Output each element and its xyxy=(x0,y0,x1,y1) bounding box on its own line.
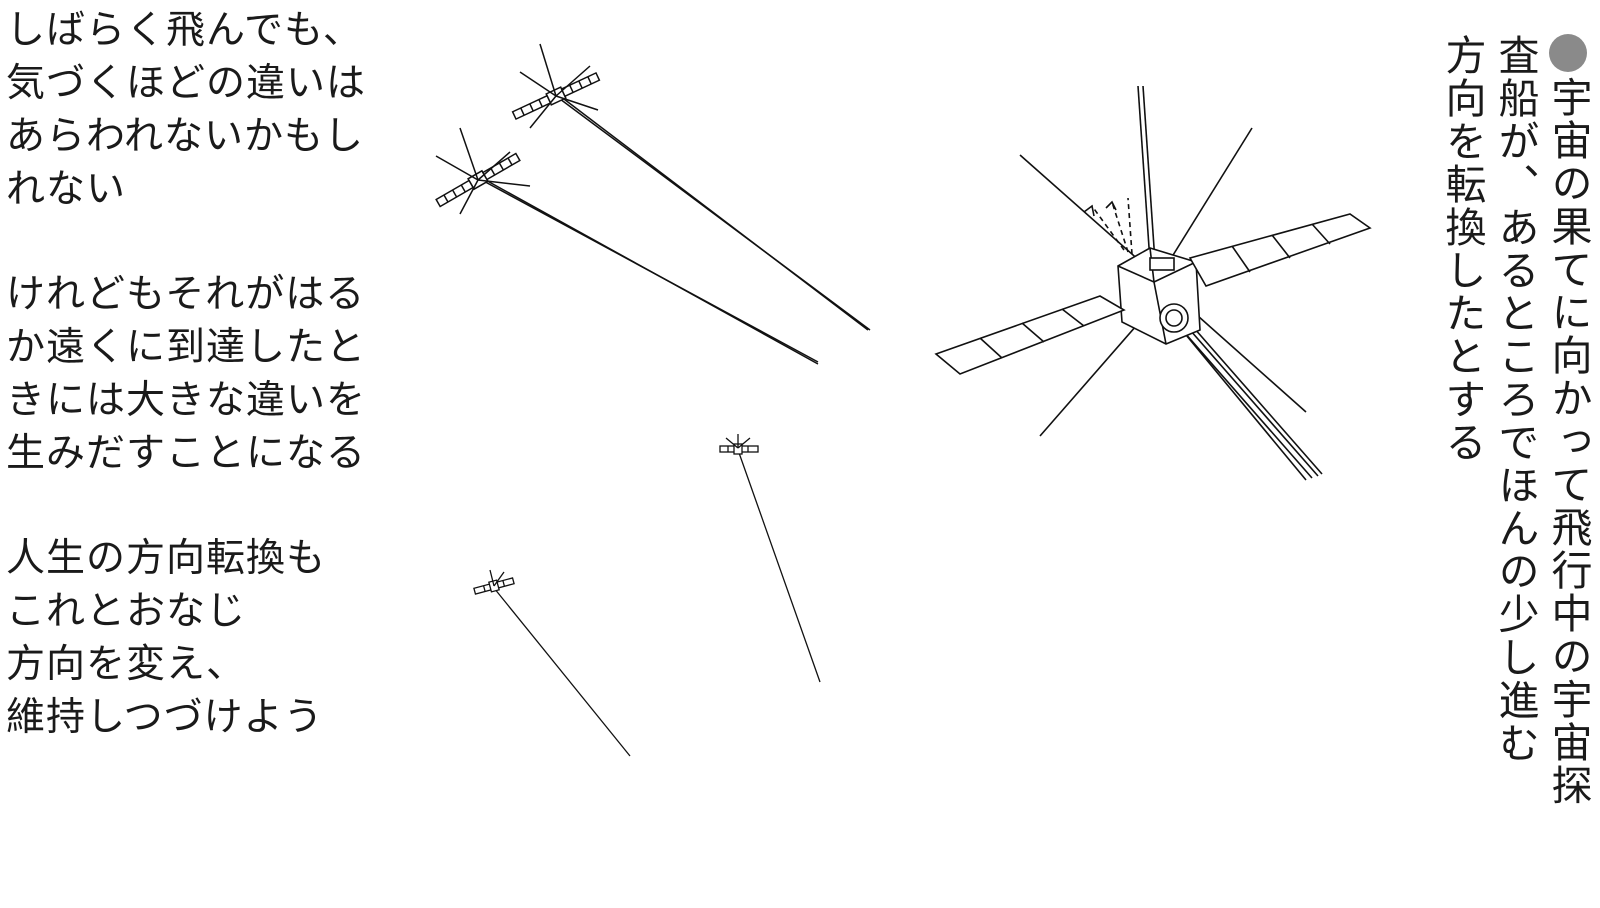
poem-line: きには大きな違いを xyxy=(6,378,367,423)
caption-line-3: 方向を転換したとする xyxy=(1438,34,1486,464)
poem-line: しばらく飛んでも、 xyxy=(6,8,363,53)
poem-line: 生みだすことになる xyxy=(6,431,367,476)
poem-line: れない xyxy=(6,167,127,212)
poem-line: これとおなじ xyxy=(6,589,247,634)
poem-line: 人生の方向転換も xyxy=(6,536,327,581)
bullet-icon xyxy=(1549,34,1587,72)
poem-text: しばらく飛んでも、 気づくほどの違いは あらわれないかもし れない けれどもそれ… xyxy=(6,4,406,796)
stanza-2: けれどもそれがはる か遠くに到達したと きには大きな違いを 生みだすことになる xyxy=(6,268,406,480)
poem-line: けれどもそれがはる xyxy=(6,272,366,317)
poem-line: 気づくほどの違いは xyxy=(6,61,367,106)
probe-icon-second xyxy=(435,127,819,365)
probe-icon-small-middle xyxy=(719,434,821,683)
caption-line-2: 査船が、あるところでほんの少し進む xyxy=(1491,34,1539,765)
stanza-3: 人生の方向転換も これとおなじ 方向を変え、 維持しつづけよう xyxy=(6,532,406,744)
poem-line: 方向を変え、 xyxy=(6,642,247,687)
probe-icon-upper xyxy=(511,43,871,331)
poem-line: 維持しつづけよう xyxy=(6,695,324,740)
probe-icon-large xyxy=(934,85,1372,481)
probe-icon-small-lower xyxy=(473,569,631,757)
vertical-caption: 宇宙の果てに向かって飛行中の宇宙探 査船が、あるところでほんの少し進む 方向を転… xyxy=(1435,34,1594,894)
poem-line: あらわれないかもし xyxy=(6,114,365,159)
caption-line-text: 宇宙の果てに向かって飛行中の宇宙探 xyxy=(1544,76,1592,807)
poem-line: か遠くに到達したと xyxy=(6,325,367,370)
stanza-1: しばらく飛んでも、 気づくほどの違いは あらわれないかもし れない xyxy=(6,4,406,216)
caption-line-1: 宇宙の果てに向かって飛行中の宇宙探 xyxy=(1541,34,1594,894)
